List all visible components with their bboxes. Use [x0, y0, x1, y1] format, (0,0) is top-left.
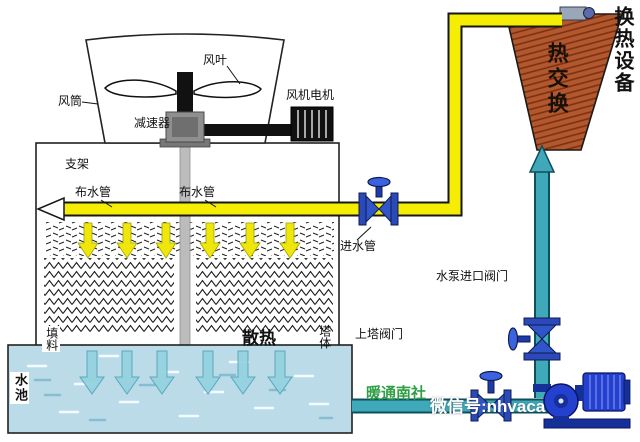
hx-gauge-icon	[583, 7, 595, 19]
water-pump	[533, 372, 631, 429]
heat-exchanger	[504, 6, 624, 151]
tower-supply-valve-icon	[507, 317, 561, 361]
label-heat-exchange-equipment: 换热设备	[611, 6, 633, 94]
reducer-body	[159, 111, 211, 148]
fill-media-right	[196, 258, 333, 332]
label-inlet-pipe: 进水管	[340, 239, 377, 253]
fill-media-left	[44, 258, 174, 332]
riser-arrow	[528, 144, 556, 173]
fan-assembly	[103, 72, 334, 148]
label-distribution-pipe-right: 布水管	[179, 185, 216, 199]
label-fill-media: 填料	[42, 326, 60, 352]
tower-inlet-valve-icon	[358, 176, 399, 226]
label-fan-blade: 风叶	[203, 53, 228, 67]
label-support-frame: 支架	[65, 157, 90, 171]
watermark-wechat: 微信号:nhvaca	[430, 397, 546, 416]
fan-motor-body	[290, 106, 334, 142]
label-fan-motor: 风机电机	[286, 88, 335, 102]
motor-shaft-bar	[200, 124, 292, 136]
label-distribution-pipe-left: 布水管	[75, 185, 112, 199]
label-heat-exchange: 热交换	[545, 42, 569, 117]
pump-inlet-valve-icon	[470, 370, 512, 422]
label-pump-inlet-valve: 水泵进口阀门	[436, 269, 509, 283]
hx-top-fitting	[559, 6, 587, 21]
label-tower-valve: 上塔阀门	[355, 327, 404, 341]
label-heat-dissipation: 散热	[242, 329, 276, 348]
label-tower-body: 塔体	[317, 325, 332, 349]
fan-blades-shape	[103, 72, 262, 116]
water-pool	[7, 344, 353, 434]
drive-shaft	[179, 145, 191, 357]
annotation-lines	[81, 65, 372, 241]
watermark-brand: 暖通南社	[366, 385, 427, 402]
label-reducer: 减速器	[134, 116, 171, 130]
pipe-outlet-arrow	[36, 196, 65, 222]
hot-water-pipe	[36, 12, 562, 222]
label-water-pool: 水池	[10, 372, 29, 404]
label-fan-duct: 风筒	[58, 94, 83, 108]
